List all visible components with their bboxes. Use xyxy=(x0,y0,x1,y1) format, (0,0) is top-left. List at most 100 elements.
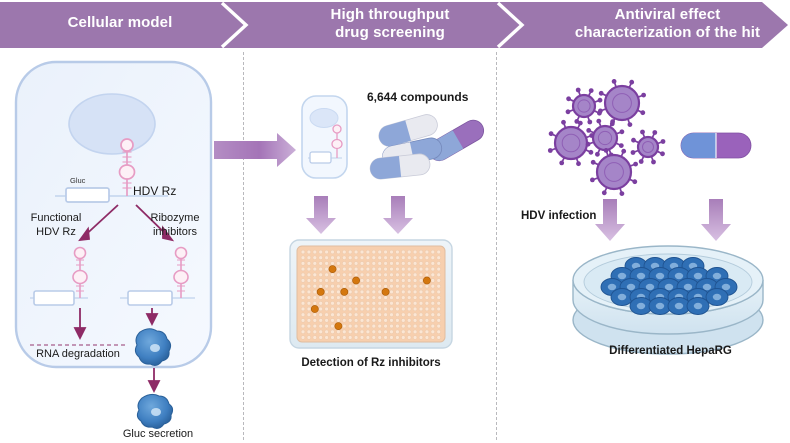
plate-well xyxy=(389,324,394,329)
plate-well xyxy=(312,261,317,266)
heparg-cell xyxy=(705,288,729,306)
plate-well xyxy=(430,324,435,329)
plate-well xyxy=(330,278,335,283)
heparg-cell-nucleus xyxy=(617,293,627,301)
plate-well xyxy=(377,249,382,255)
label-hdv-infection: HDV infection xyxy=(521,210,597,222)
plate-well xyxy=(342,278,347,283)
plate-well xyxy=(395,312,400,317)
plate-well xyxy=(371,301,376,306)
petri-dish-icon xyxy=(572,245,764,355)
plate-well xyxy=(312,324,317,329)
plate-well xyxy=(336,301,341,306)
plate-well xyxy=(371,335,376,340)
plate-well xyxy=(300,261,306,266)
plate-well xyxy=(342,284,347,289)
plate-well xyxy=(377,289,382,294)
virus-particle-icon xyxy=(585,118,625,158)
plate-well xyxy=(395,306,400,312)
heparg-cell-nucleus xyxy=(636,302,646,310)
plate-well xyxy=(407,312,412,317)
plate-well xyxy=(371,324,376,329)
heparg-cell xyxy=(714,278,738,296)
plate-well xyxy=(430,312,435,317)
plate-well xyxy=(365,278,370,283)
plate-well xyxy=(348,284,353,289)
compound-pills-icon xyxy=(369,114,485,180)
plate-well xyxy=(430,284,435,289)
heparg-cell-nucleus xyxy=(688,262,698,270)
plate-well xyxy=(359,306,365,312)
plate-well xyxy=(342,306,347,312)
heparg-cell xyxy=(648,267,672,285)
plate-well xyxy=(430,289,435,294)
reporter-cell-nucleus-icon xyxy=(309,108,339,128)
plate-well xyxy=(300,312,306,317)
plate-well xyxy=(413,267,418,272)
heparg-cell xyxy=(662,257,686,275)
plate-well xyxy=(336,335,341,340)
plate-well xyxy=(354,261,359,266)
plate-well xyxy=(330,289,335,294)
plate-well xyxy=(312,267,317,272)
stage-2-title-line2: drug screening xyxy=(335,24,445,42)
plate-well xyxy=(430,329,435,334)
plate-well xyxy=(424,267,429,272)
plate-well xyxy=(330,329,335,334)
plate-well xyxy=(436,267,441,272)
plate-well xyxy=(407,284,412,289)
plate-well xyxy=(413,335,418,340)
plate-well xyxy=(336,267,341,272)
plate-well xyxy=(300,289,306,294)
plate-well xyxy=(359,301,365,306)
plate-well xyxy=(413,289,418,294)
plate-well xyxy=(377,324,382,329)
plate-well xyxy=(354,284,359,289)
plate-well xyxy=(371,289,376,294)
plate-well xyxy=(318,301,323,306)
plate-well xyxy=(389,255,394,260)
inhibited-rz-construct-icon xyxy=(120,246,195,306)
label-gluc: Gluc xyxy=(70,176,86,185)
plate-well xyxy=(424,335,429,340)
antiviral-down-arrows-icon xyxy=(595,199,731,241)
plate-well xyxy=(436,249,441,255)
plate-well xyxy=(312,289,317,294)
plate-well xyxy=(354,329,359,334)
plate-well xyxy=(401,295,406,300)
plate-well xyxy=(383,306,388,312)
plate-well xyxy=(430,306,435,312)
plate-well xyxy=(418,278,424,283)
plate-well xyxy=(354,289,359,294)
plate-well xyxy=(318,284,323,289)
plate-well xyxy=(342,335,347,340)
plate-well xyxy=(401,318,406,323)
plate-well xyxy=(359,249,365,255)
plate-well xyxy=(312,249,317,255)
heparg-cell-nucleus xyxy=(674,272,684,280)
plate-well xyxy=(413,312,418,317)
plate-well xyxy=(407,289,412,294)
plate-well xyxy=(342,289,347,294)
plate-well xyxy=(424,324,429,329)
heparg-cell-nucleus xyxy=(607,283,617,291)
plate-well xyxy=(359,255,365,260)
label-compounds: 6,644 compounds xyxy=(367,90,469,104)
plate-well xyxy=(383,301,388,306)
plate-well xyxy=(330,324,335,329)
stage-2-title-line1: High throughput xyxy=(330,6,450,23)
plate-well xyxy=(436,261,441,266)
plate-hit-well xyxy=(340,287,349,296)
label-functional-line2: HDV Rz xyxy=(36,225,76,238)
plate-well xyxy=(318,312,323,317)
label-gluc-secretion: Gluc secretion xyxy=(122,428,194,440)
plate-well xyxy=(389,284,394,289)
plate-well xyxy=(389,295,394,300)
plate-well xyxy=(401,301,406,306)
plate-well xyxy=(377,318,382,323)
plate-well xyxy=(300,329,306,334)
heparg-cell-nucleus xyxy=(617,272,627,280)
plate-well xyxy=(324,318,329,323)
